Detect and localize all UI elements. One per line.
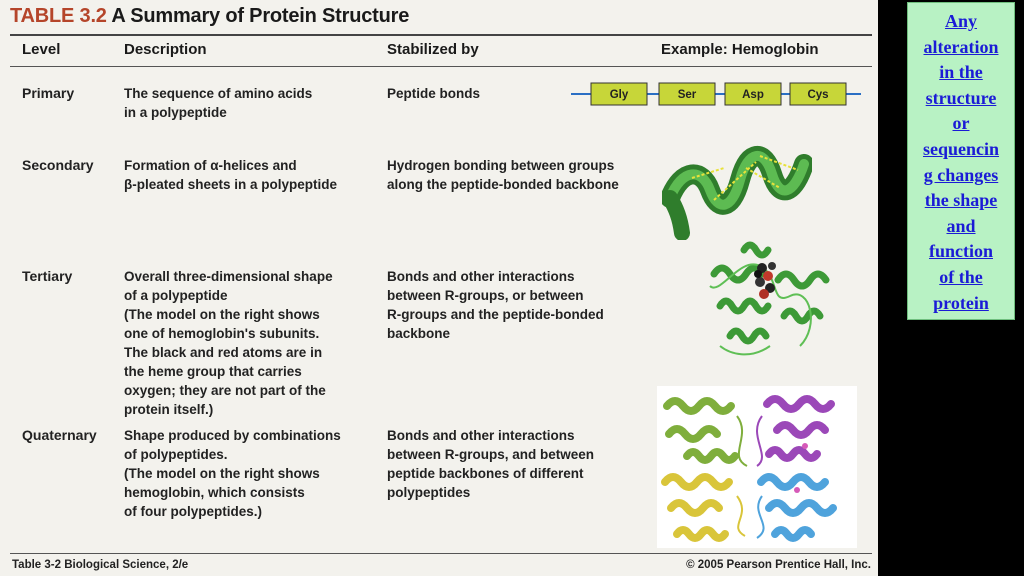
note-line: structure [908,86,1014,112]
desc-line: The black and red atoms are in [124,345,323,360]
alpha-helix-image [662,146,812,240]
note-line: and [908,214,1014,240]
hemoglobin-image [657,386,857,548]
amino-label-gly: Gly [610,89,629,101]
desc-line: Overall three-dimensional shape [124,269,333,284]
desc-line: (The model on the right shows [124,307,320,322]
header-example: Example: Hemoglobin [661,41,819,58]
note-line: Any [908,9,1014,35]
table-title-text: A Summary of Protein Structure [111,5,410,27]
row-primary-stabilized: Peptide bonds [387,84,480,103]
note-text: alteration [923,36,999,57]
desc-line: protein itself.) [124,402,214,417]
note-text: the shape [924,190,998,211]
desc-line: The sequence of amino acids [124,86,313,101]
note-text: of the [939,266,983,287]
tertiary-subunit-image [709,241,830,356]
note-line: or [908,111,1014,137]
note-text: and [946,215,976,236]
note-text: Any [944,11,977,31]
desc-line: the heme group that carries [124,364,302,379]
row-tertiary-stabilized: Bonds and other interactions between R-g… [387,267,604,343]
note-text: or [952,113,970,134]
desc-line: hemoglobin, which consists [124,485,305,500]
row-quaternary-level: Quaternary [22,427,97,443]
note-line: function [908,239,1014,265]
note-line: g changes [908,163,1014,189]
footer-divider [10,553,872,554]
amino-box-cys [789,82,847,106]
note-text: structure [925,87,997,108]
amino-label-asp: Asp [742,89,764,101]
row-primary-level: Primary [22,85,75,101]
footer-source: Table 3-2 Biological Science, 2/e [12,559,189,571]
stab-line: backbone [387,326,451,341]
desc-line: Shape produced by combinations [124,428,341,443]
desc-line: Formation of α-helices and [124,158,297,173]
row-primary-description: The sequence of amino acids in a polypep… [124,84,312,122]
desc-line: in a polypeptide [124,105,227,120]
amino-label-ser: Ser [678,89,697,101]
row-secondary-stabilized: Hydrogen bonding between groups along th… [387,156,619,194]
desc-line: of a polypeptide [124,288,228,303]
table-title: TABLE 3.2 A Summary of Protein Structure [10,5,409,28]
desc-line: oxygen; they are not part of the [124,383,326,398]
stab-line: Peptide bonds [387,86,481,101]
desc-line: one of hemoglobin's subunits. [124,326,320,341]
stab-line: between R-groups, and between [387,447,595,462]
header-level: Level [22,41,61,58]
stab-line: polypeptides [387,485,471,500]
note-line: protein [908,291,1014,317]
note-line: the shape [908,188,1014,214]
amino-box-ser [658,82,716,106]
row-quaternary-stabilized: Bonds and other interactions between R-g… [387,426,594,502]
note-line: sequencin [908,137,1014,163]
row-quaternary-description: Shape produced by combinations of polype… [124,426,341,521]
desc-line: of polypeptides. [124,447,228,462]
stab-line: peptide backbones of different [387,466,584,481]
note-line: alteration [908,35,1014,61]
amino-label-cys: Cys [807,89,828,101]
row-tertiary-level: Tertiary [22,268,73,284]
slide: TABLE 3.2 A Summary of Protein Structure… [0,0,878,576]
note-line: of the [908,265,1014,291]
title-divider [10,34,872,36]
note-text: protein [933,292,989,313]
row-secondary-description: Formation of α-helices and β-pleated she… [124,156,337,194]
stab-line: Bonds and other interactions [387,269,575,284]
stab-line: Hydrogen bonding between groups [387,158,615,173]
header-divider [10,66,872,67]
note-text: sequencin [922,138,1000,159]
amino-box-asp [724,82,782,106]
amino-acid-chain: Gly Ser Asp Cys [571,82,861,106]
header-stabilized: Stabilized by [387,41,479,58]
header-description: Description [124,41,207,58]
stab-line: R-groups and the peptide-bonded [387,307,604,322]
footer-copyright: © 2005 Pearson Prentice Hall, Inc. [686,559,871,571]
note-text: function [928,241,993,262]
stab-line: along the peptide-bonded backbone [387,177,619,192]
desc-line: (The model on the right shows [124,466,320,481]
table-number: TABLE 3.2 [10,5,107,27]
desc-line: of four polypeptides.) [124,504,262,519]
stab-line: between R-groups, or between [387,288,584,303]
note-box: Any alteration in the structure or seque… [907,2,1015,320]
row-tertiary-description: Overall three-dimensional shape of a pol… [124,267,333,419]
note-text: g changes [923,164,999,185]
desc-line: β-pleated sheets in a polypeptide [124,177,338,192]
note-text: in the [939,62,983,83]
amino-box-gly [590,82,648,106]
stab-line: Bonds and other interactions [387,428,575,443]
row-secondary-level: Secondary [22,157,94,173]
note-line: in the [908,60,1014,86]
